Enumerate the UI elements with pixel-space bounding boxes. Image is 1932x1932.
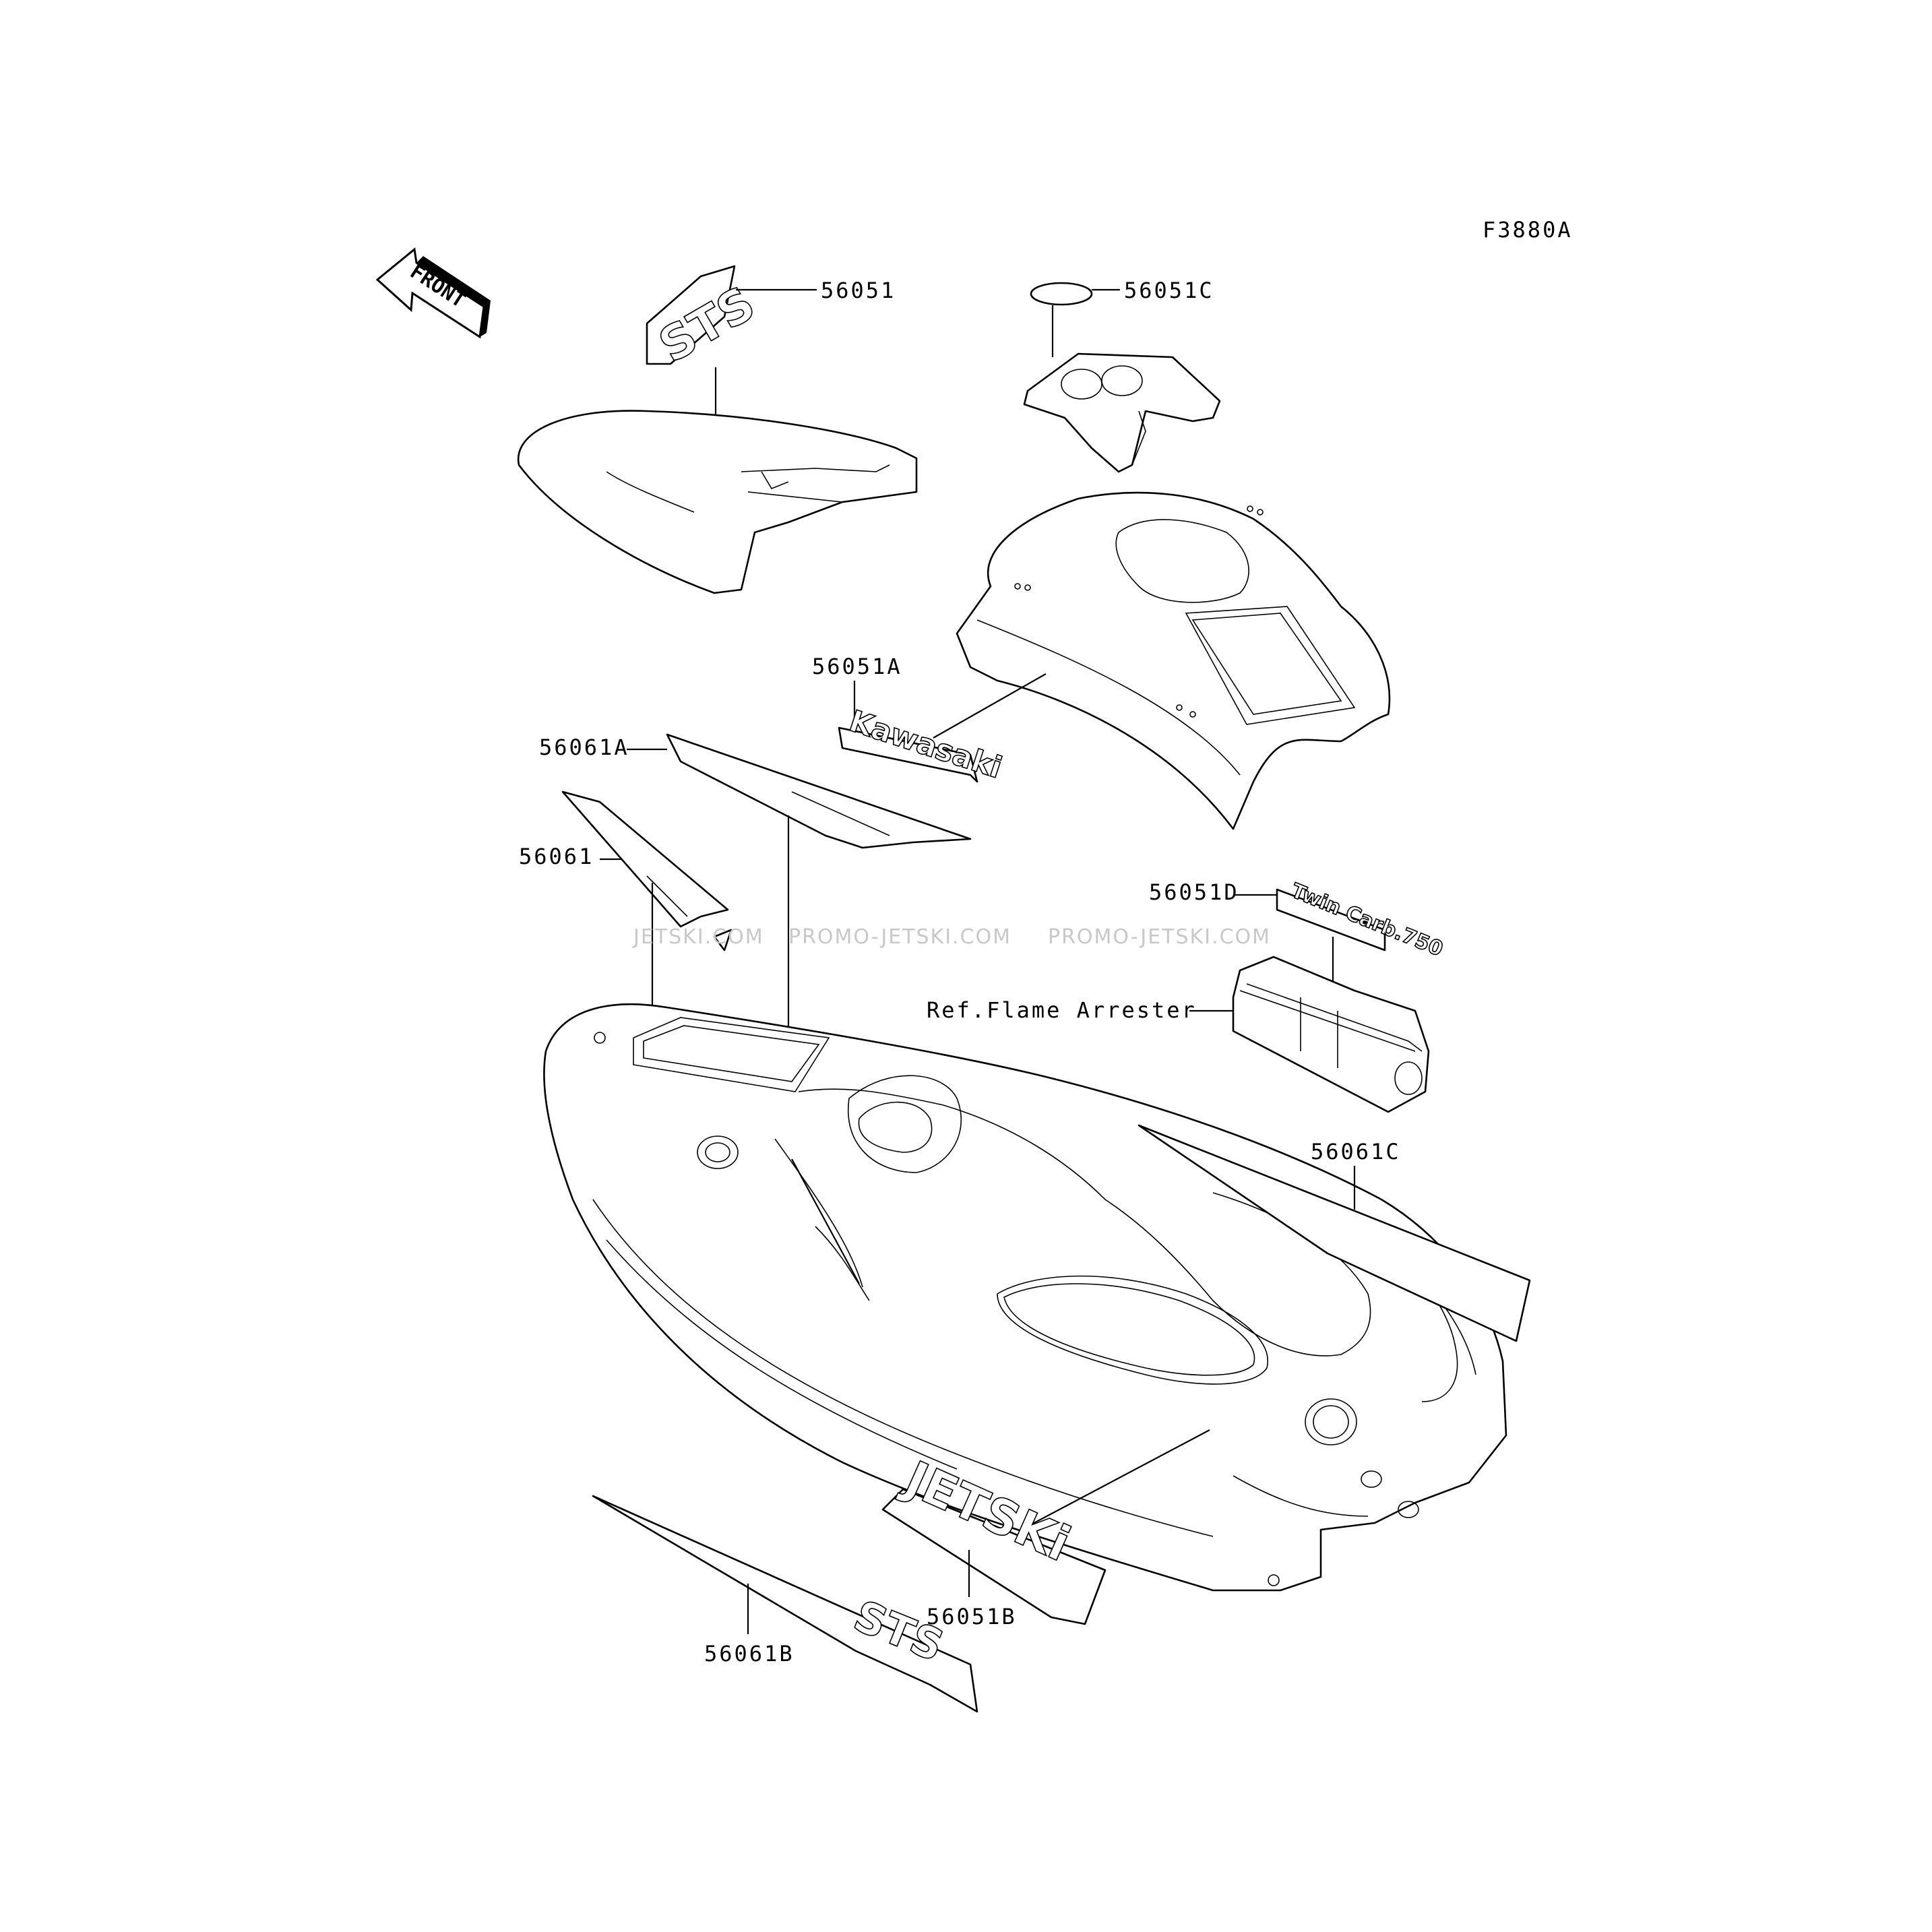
callout-56051B: 56051B bbox=[927, 1604, 1017, 1629]
twin-carb-decal: Twin Carb.750 bbox=[1276, 879, 1447, 962]
small-oval-emblem-decal bbox=[1030, 282, 1093, 306]
kawasaki-decal: Kawasaki bbox=[838, 704, 1007, 786]
stripe-56061C-decal bbox=[1138, 1124, 1531, 1342]
small-triangle-decal bbox=[713, 929, 733, 952]
watermark-1: JETSKI.COM bbox=[632, 925, 764, 949]
sts-emblem-decal: STS bbox=[646, 265, 765, 374]
callout-56051D: 56051D bbox=[1149, 879, 1239, 905]
instrument-cover-part bbox=[1023, 352, 1221, 473]
callout-56061C: 56061C bbox=[1311, 1139, 1401, 1164]
callout-56051A: 56051A bbox=[812, 654, 902, 679]
seat-part bbox=[517, 410, 918, 594]
callout-56061: 56061 bbox=[519, 844, 594, 869]
stripe-56061A-decal bbox=[666, 733, 972, 849]
figure-code: F3880A bbox=[1483, 217, 1573, 243]
watermark-2: PROMO-JETSKI.COM bbox=[788, 925, 1011, 949]
callout-56051C: 56051C bbox=[1124, 278, 1214, 303]
deck-cover-part bbox=[956, 491, 1391, 830]
hull-part bbox=[543, 1003, 1507, 1592]
front-arrow-icon: FRONT bbox=[375, 247, 491, 339]
callout-56061A: 56061A bbox=[539, 735, 629, 760]
flame-arrester-part bbox=[1232, 956, 1430, 1113]
watermark-3: PROMO-JETSKI.COM bbox=[1048, 925, 1271, 949]
callout-56061B: 56061B bbox=[704, 1641, 794, 1666]
callout-56051: 56051 bbox=[821, 278, 896, 303]
stripe-56061-decal bbox=[561, 790, 729, 928]
callout-ref-flame-arrester: Ref.Flame Arrester bbox=[927, 997, 1197, 1023]
